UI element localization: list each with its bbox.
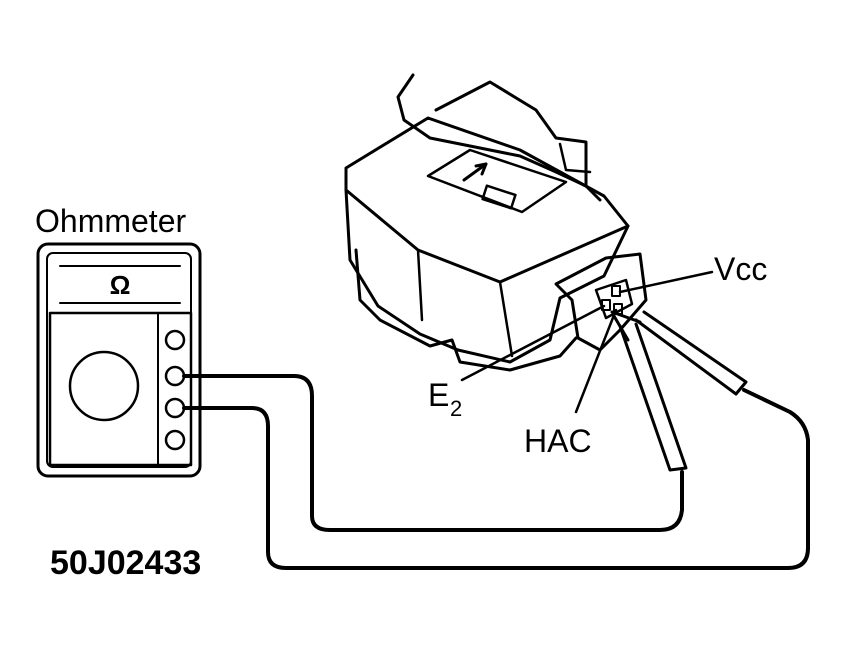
e2-leader-line [460,304,606,382]
ohmmeter-body [36,242,202,478]
probe-a-body [618,322,688,472]
sensor-mount-bracket [396,73,588,188]
ohmmeter: Ohmmeter Ω [35,203,202,478]
ohmmeter-title: Ohmmeter [35,203,186,239]
meter-jack-3 [164,397,186,419]
range-selector-knob[interactable] [68,350,140,422]
connector-pin-e2 [601,299,611,311]
sensor-housing-front [344,188,630,364]
ohmmeter-dial-panel [48,311,193,467]
flow-arrow-icon [462,162,488,182]
label-plate-slot [481,184,517,210]
ohm-symbol: Ω [110,270,131,300]
test-lead-2 [182,388,810,570]
sensor-assembly [344,73,648,372]
e2-label: E [428,377,449,413]
vcc-leader-line [618,270,714,294]
vcc-label: Vcc [714,251,767,287]
sensor-housing-edge [416,248,424,322]
connector-pin-vcc [611,285,621,297]
meter-jack-1 [164,329,186,351]
probe-b-body [634,310,748,396]
probe-b-tip [610,310,642,324]
hac-leader-line [574,308,618,414]
sensor-housing-base [354,248,578,372]
sensor-bracket-edge [558,142,592,174]
meter-jack-2 [164,365,186,387]
figure-code: 50J02433 [50,544,201,582]
sensor-label-plate [426,148,568,214]
probe-a-tip [612,314,630,342]
test-lead-1 [182,374,684,532]
sensor-housing-edge-2 [498,280,514,358]
e2-label-subscript: 2 [450,396,462,421]
hac-label: HAC [524,423,592,459]
meter-jack-4 [164,429,186,451]
test-probes [610,310,748,472]
